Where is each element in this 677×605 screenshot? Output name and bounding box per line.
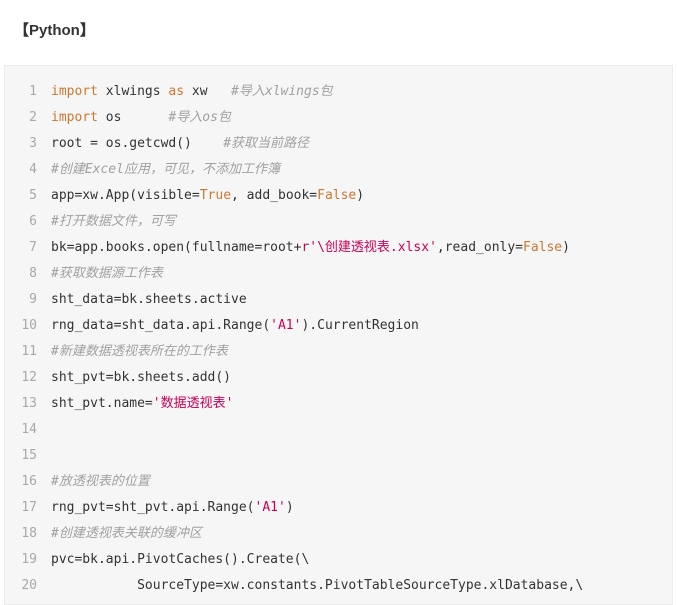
line-number: 14 (21, 422, 37, 437)
code-token: import (51, 84, 98, 99)
code-text: bk=app.books.open(fullname=root+r'\创建透视表… (51, 235, 570, 261)
code-token: 'A1' (270, 318, 302, 333)
code-text: #创建透视表关联的缓冲区 (51, 521, 202, 547)
code-line: 3 root = os.getcwd() #获取当前路径 (5, 131, 672, 157)
code-token: ) (356, 188, 365, 203)
code-token: #导入xlwings包 (231, 84, 333, 99)
code-token: r'\创建透视表.xlsx' (301, 240, 437, 255)
code-token: #新建数据透视表所在的工作表 (51, 344, 228, 359)
code-text: #放透视表的位置 (51, 469, 150, 495)
code-token: import (51, 110, 98, 125)
code-line: 8 #获取数据源工作表 (5, 261, 672, 287)
code-line: 10 rng_data=sht_data.api.Range('A1').Curr… (5, 313, 672, 339)
code-text: #创建Excel应用，可见，不添加工作簿 (51, 157, 280, 183)
code-token: #获取当前路径 (223, 136, 310, 151)
code-text: #新建数据透视表所在的工作表 (51, 339, 228, 365)
line-number: 2 (29, 110, 37, 125)
code-token: '数据透视表' (152, 396, 234, 411)
code-token: ) (285, 500, 294, 515)
code-token: sht_data=bk.sheets.active (51, 292, 247, 307)
code-token: pvc=bk.api.PivotCaches().Create(\ (51, 552, 310, 567)
code-text: root = os.getcwd() #获取当前路径 (51, 131, 309, 157)
line-number: 7 (29, 240, 37, 255)
code-token: True (199, 188, 232, 203)
code-token: rng_data=sht_data.api.Range( (51, 318, 271, 333)
code-text: sht_pvt.name='数据透视表' (51, 391, 233, 417)
code-text: import xlwings as xw #导入xlwings包 (51, 79, 333, 105)
code-token: rng_pvt=sht_pvt.api.Range( (51, 500, 255, 515)
code-text: rng_data=sht_data.api.Range('A1').Curren… (51, 313, 419, 339)
code-line: 4 #创建Excel应用，可见，不添加工作簿 (5, 157, 672, 183)
code-text: pvc=bk.api.PivotCaches().Create(\ (51, 547, 309, 573)
line-number: 20 (21, 578, 37, 593)
code-line: 13 sht_pvt.name='数据透视表' (5, 391, 672, 417)
code-line: 1 import xlwings as xw #导入xlwings包 (5, 79, 672, 105)
code-token: root = os.getcwd() (51, 136, 224, 151)
section-heading: 【Python】 (14, 22, 95, 39)
code-token: #导入os包 (168, 110, 231, 125)
code-token: , add_book= (231, 188, 318, 203)
code-line: 11 #新建数据透视表所在的工作表 (5, 339, 672, 365)
code-line: 9 sht_data=bk.sheets.active (5, 287, 672, 313)
code-line: 2 import os #导入os包 (5, 105, 672, 131)
code-line: 16 #放透视表的位置 (5, 469, 672, 495)
line-number: 19 (21, 552, 37, 567)
line-number: 17 (21, 500, 37, 515)
code-token: app=xw.App(visible= (51, 188, 200, 203)
code-line: 19 pvc=bk.api.PivotCaches().Create(\ (5, 547, 672, 573)
code-token: xw (184, 84, 232, 99)
code-token: bk=app.books.open(fullname=root+ (51, 240, 302, 255)
code-line: 15 (5, 443, 672, 469)
code-text: sht_pvt=bk.sheets.add() (51, 365, 231, 391)
code-token: 'A1' (254, 500, 286, 515)
line-number: 16 (21, 474, 37, 489)
code-text: import os #导入os包 (51, 105, 231, 131)
code-token: #创建透视表关联的缓冲区 (51, 526, 202, 541)
line-number: 5 (29, 188, 37, 203)
code-token: sht_pvt=bk.sheets.add() (51, 370, 232, 385)
line-number: 13 (21, 396, 37, 411)
code-line: 5 app=xw.App(visible=True, add_book=False… (5, 183, 672, 209)
code-line: 6 #打开数据文件，可写 (5, 209, 672, 235)
code-token: ).CurrentRegion (301, 318, 419, 333)
code-line: 14 (5, 417, 672, 443)
line-number: 9 (29, 292, 37, 307)
line-number: 15 (21, 448, 37, 463)
code-token: #放透视表的位置 (51, 474, 150, 489)
code-line: 20 SourceType=xw.constants.PivotTableSou… (5, 573, 672, 599)
code-token: xlwings (97, 84, 169, 99)
code-text: SourceType=xw.constants.PivotTableSource… (51, 573, 583, 599)
line-number: 10 (21, 318, 37, 333)
code-line: 7 bk=app.books.open(fullname=root+r'\创建透视… (5, 235, 672, 261)
line-number: 8 (29, 266, 37, 281)
code-token: ) (562, 240, 570, 255)
code-token: False (317, 188, 357, 203)
line-number: 18 (21, 526, 37, 541)
code-token: os (97, 110, 169, 125)
line-number: 1 (29, 84, 37, 99)
line-number: 12 (21, 370, 37, 385)
code-line: 18 #创建透视表关联的缓冲区 (5, 521, 672, 547)
line-number: 4 (29, 162, 37, 177)
code-token: as (168, 84, 185, 99)
code-token: ,read_only= (436, 240, 523, 255)
code-token: False (523, 240, 563, 255)
line-number: 6 (29, 214, 37, 229)
code-text: sht_data=bk.sheets.active (51, 287, 247, 313)
code-text: app=xw.App(visible=True, add_book=False) (51, 183, 364, 209)
line-number: 3 (29, 136, 37, 151)
code-text: #获取数据源工作表 (51, 261, 163, 287)
code-token: #创建Excel应用，可见，不添加工作簿 (51, 162, 280, 177)
code-token: #打开数据文件，可写 (51, 214, 176, 229)
code-line: 12 sht_pvt=bk.sheets.add() (5, 365, 672, 391)
code-token: sht_pvt.name= (51, 396, 153, 411)
code-token: SourceType=xw.constants.PivotTableSource… (51, 578, 584, 593)
line-number: 11 (21, 344, 37, 359)
code-text: #打开数据文件，可写 (51, 209, 176, 235)
code-text: rng_pvt=sht_pvt.api.Range('A1') (51, 495, 294, 521)
code-line: 17 rng_pvt=sht_pvt.api.Range('A1') (5, 495, 672, 521)
code-block[interactable]: 1 import xlwings as xw #导入xlwings包 2 import… (4, 65, 673, 605)
code-token: #获取数据源工作表 (51, 266, 163, 281)
